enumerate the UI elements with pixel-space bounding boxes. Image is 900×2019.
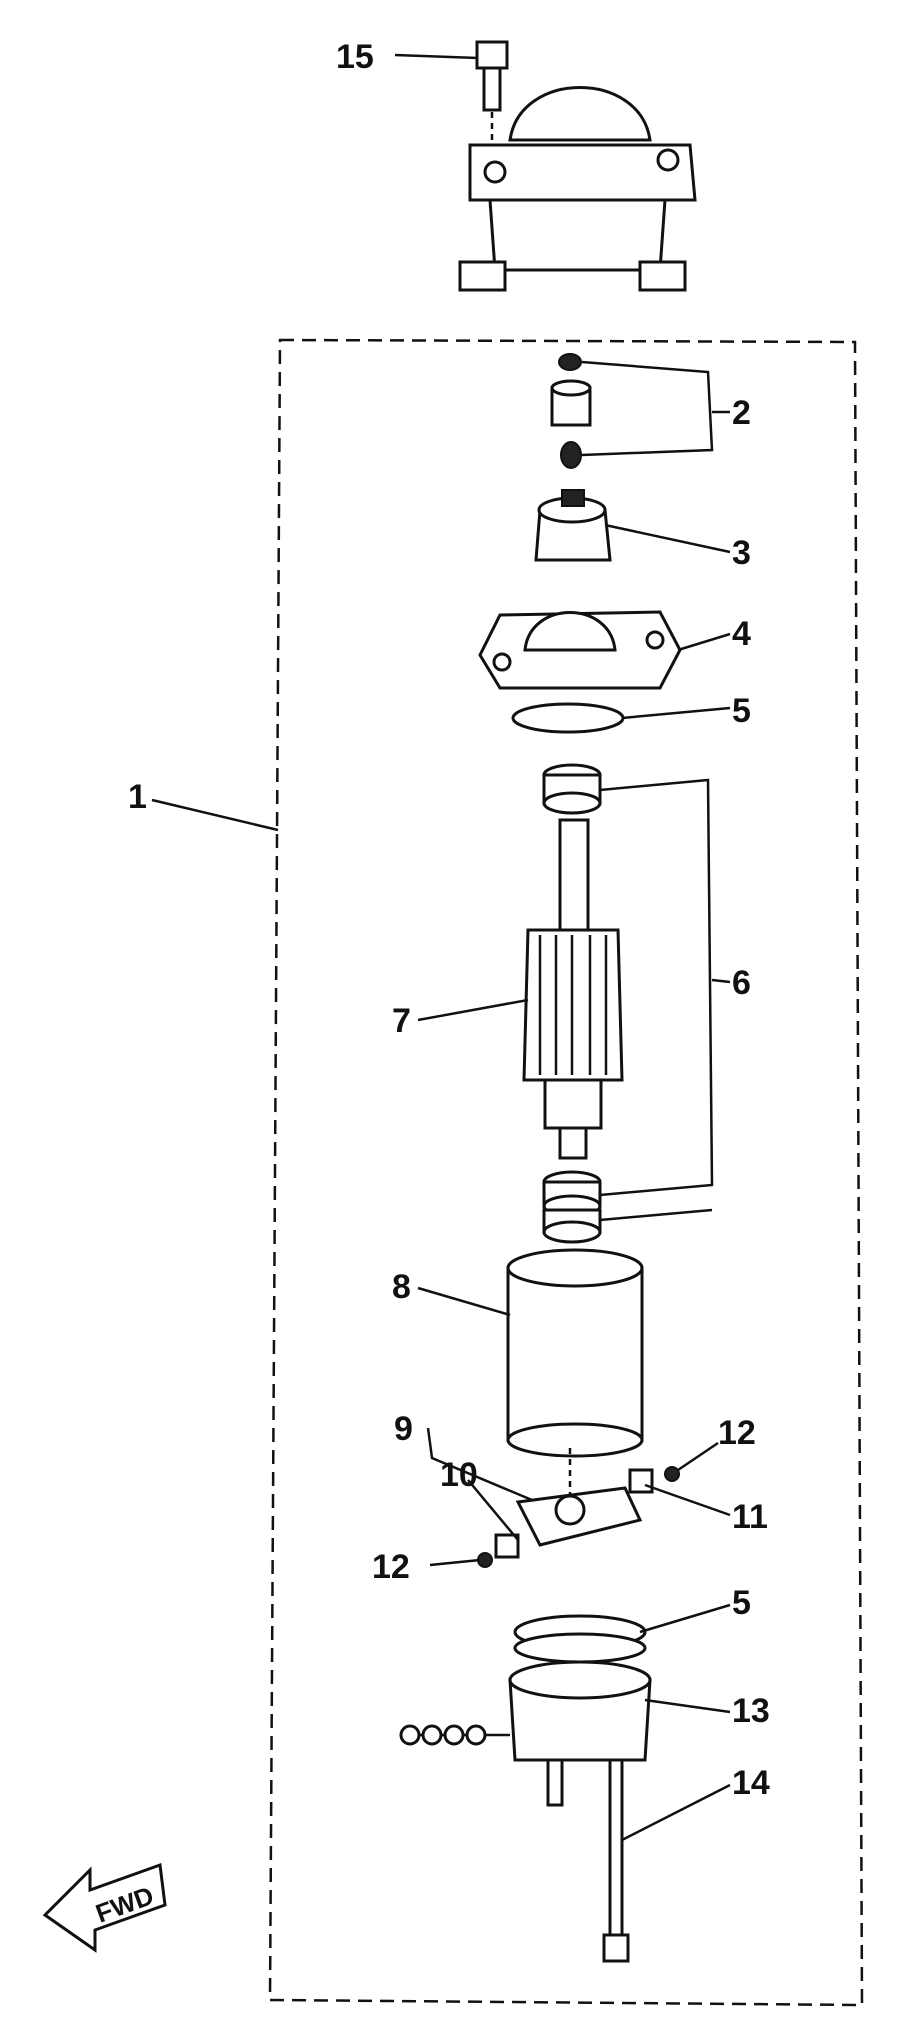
screw-part-12-upper [665,1467,679,1481]
brush-holder-part-9 [518,1448,640,1545]
callout-6: 6 [732,964,751,1002]
yoke-part-8 [508,1250,642,1456]
brush-part-10 [496,1535,518,1557]
callout-2: 2 [732,394,751,432]
front-cover-part-4 [480,612,680,688]
callout-13: 13 [732,1692,770,1730]
callout-12-lower: 12 [372,1548,410,1586]
screw-part-12-lower [478,1553,492,1567]
callout-11: 11 [732,1498,768,1536]
bushing-set-part-6-lower [544,1172,600,1242]
callout-10: 10 [440,1456,478,1494]
bushing-set-part-6-upper [544,765,600,813]
callout-5-upper: 5 [732,692,751,730]
callout-15: 15 [336,38,374,76]
cap-set-part-2 [552,354,590,468]
callout-3: 3 [732,534,751,572]
callout-12-upper: 12 [718,1414,756,1452]
callout-9: 9 [394,1410,413,1448]
callout-4: 4 [732,615,751,653]
armature-part-7 [524,820,622,1158]
brush-part-11 [630,1470,652,1492]
callout-7: 7 [392,1002,411,1040]
mounting-bracket [460,88,695,291]
bolt-part-15 [477,42,507,145]
pinion-gear-part-3 [536,490,610,560]
callout-8: 8 [392,1268,411,1306]
callout-labels: 15 1 2 3 4 5 6 7 8 9 10 11 12 12 5 13 14 [128,38,770,1802]
callout-1: 1 [128,778,147,816]
through-bolt-part-14 [604,1760,628,1961]
washer-part-5-lower [515,1616,645,1662]
forward-arrow-icon: FWD [45,1865,165,1950]
callout-5-lower: 5 [732,1584,751,1622]
washer-part-5-upper [513,704,623,732]
leader-lines [152,55,730,1840]
callout-14: 14 [732,1764,770,1802]
